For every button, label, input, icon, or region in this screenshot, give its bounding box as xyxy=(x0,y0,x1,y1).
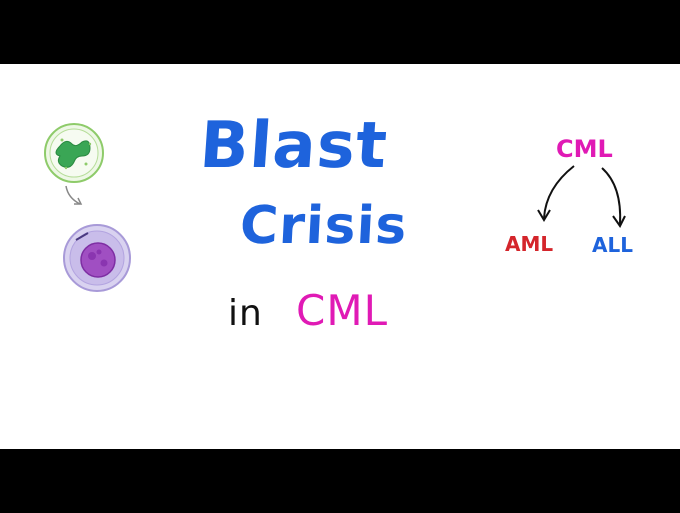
letterbox-top xyxy=(0,0,680,64)
title-crisis: Crisis xyxy=(238,196,409,256)
cell-illustration xyxy=(44,123,626,292)
diagram-aml-label: AML xyxy=(505,232,554,256)
letterbox-bottom xyxy=(0,449,680,513)
transformation-arrows xyxy=(537,165,626,228)
blast-cell-icon xyxy=(63,224,131,292)
diagram-all-label: ALL xyxy=(592,233,633,257)
diagram-cml-label: CML xyxy=(556,135,613,163)
granulocyte-icon xyxy=(44,123,104,183)
title-blast: Blast xyxy=(197,109,391,183)
title-cml: CML xyxy=(296,286,388,335)
whiteboard-canvas: Blast Crisis in CML CML AML ALL xyxy=(0,64,680,449)
title-in: in xyxy=(228,293,263,334)
down-arrow-icon xyxy=(65,185,83,205)
